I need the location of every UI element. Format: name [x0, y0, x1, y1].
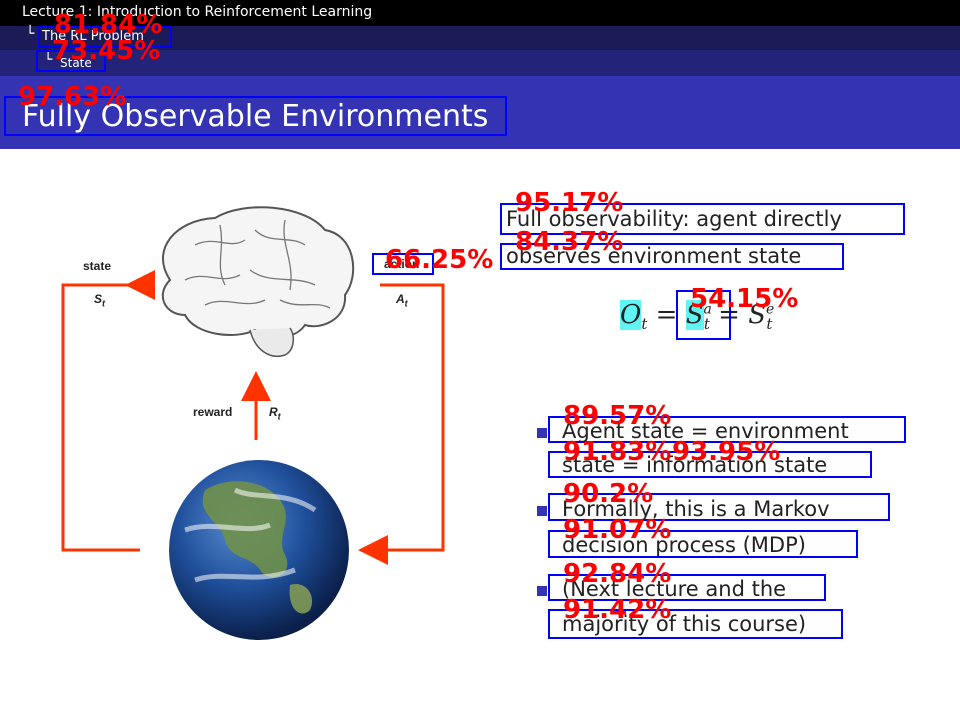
confidence-score: 73.45% [52, 36, 161, 66]
breadcrumb-tree-marker: └ [26, 26, 35, 42]
state-symbol: St [94, 292, 106, 309]
confidence-score: 95.17% [515, 188, 624, 218]
title-bar [0, 76, 960, 149]
bullet-marker [537, 506, 547, 516]
action-arrow [358, 283, 445, 565]
detection-box [548, 493, 890, 521]
detection-box [548, 609, 843, 639]
breadcrumb-section: The RL Problem [42, 29, 144, 44]
confidence-score: 91.07% [563, 515, 672, 545]
detection-box [548, 530, 858, 558]
confidence-score: 91.83% [563, 437, 672, 467]
observability-line-2: observes environment state [506, 244, 802, 268]
detection-box [676, 290, 731, 340]
observation-equation: Ot = Sat = Set [620, 300, 775, 334]
page-title: Fully Observable Environments [22, 99, 489, 134]
detection-box [500, 243, 844, 270]
bullet-1-line-1: Agent state = environment [562, 419, 849, 443]
reward-symbol: Rt [269, 405, 281, 422]
confidence-score: 97.63% [18, 82, 127, 112]
action-label: action [384, 257, 420, 271]
detection-box [36, 50, 106, 72]
confidence-score: 92.84% [563, 559, 672, 589]
header-bar-subsection [0, 50, 960, 76]
action-symbol: At [396, 292, 408, 309]
breadcrumb-lecture: Lecture 1: Introduction to Reinforcement… [22, 4, 373, 20]
bullet-1-line-2: state = information state [562, 453, 828, 477]
detection-box [500, 203, 905, 235]
detection-box [548, 574, 826, 601]
bullet-2-line-2: decision process (MDP) [562, 533, 806, 557]
bullet-marker [537, 428, 547, 438]
state-label: state [83, 259, 112, 273]
detection-box [4, 96, 507, 136]
earth-icon [169, 460, 349, 640]
detection-box [548, 451, 872, 478]
confidence-score: 93.95% [672, 437, 781, 467]
observability-line-1: Full observability: agent directly [506, 207, 842, 231]
detection-box [38, 26, 172, 48]
bullet-marker [537, 586, 547, 596]
brain-icon [161, 206, 355, 357]
confidence-score: 84.37% [515, 227, 624, 257]
confidence-score: 66.25% [385, 245, 494, 275]
confidence-score: 89.57% [563, 401, 672, 431]
confidence-score: 90.2% [563, 479, 654, 509]
bullet-2-line-1: Formally, this is a Markov [562, 497, 830, 521]
breadcrumb-subsection: State [60, 56, 92, 70]
detection-box [372, 253, 434, 275]
confidence-score: 91.42% [563, 595, 672, 625]
reward-label: reward [193, 405, 233, 419]
bullet-3-line-1: (Next lecture and the [562, 577, 787, 601]
confidence-score: 81.84% [54, 10, 163, 40]
bullet-3-line-2: majority of this course) [562, 612, 807, 636]
state-arrow [61, 270, 155, 552]
breadcrumb-tree-marker: └ [44, 52, 53, 68]
header-bar-lecture [0, 0, 960, 26]
detection-box [548, 416, 906, 443]
confidence-score: 54.15% [690, 284, 799, 314]
agent-environment-diagram [61, 206, 445, 640]
